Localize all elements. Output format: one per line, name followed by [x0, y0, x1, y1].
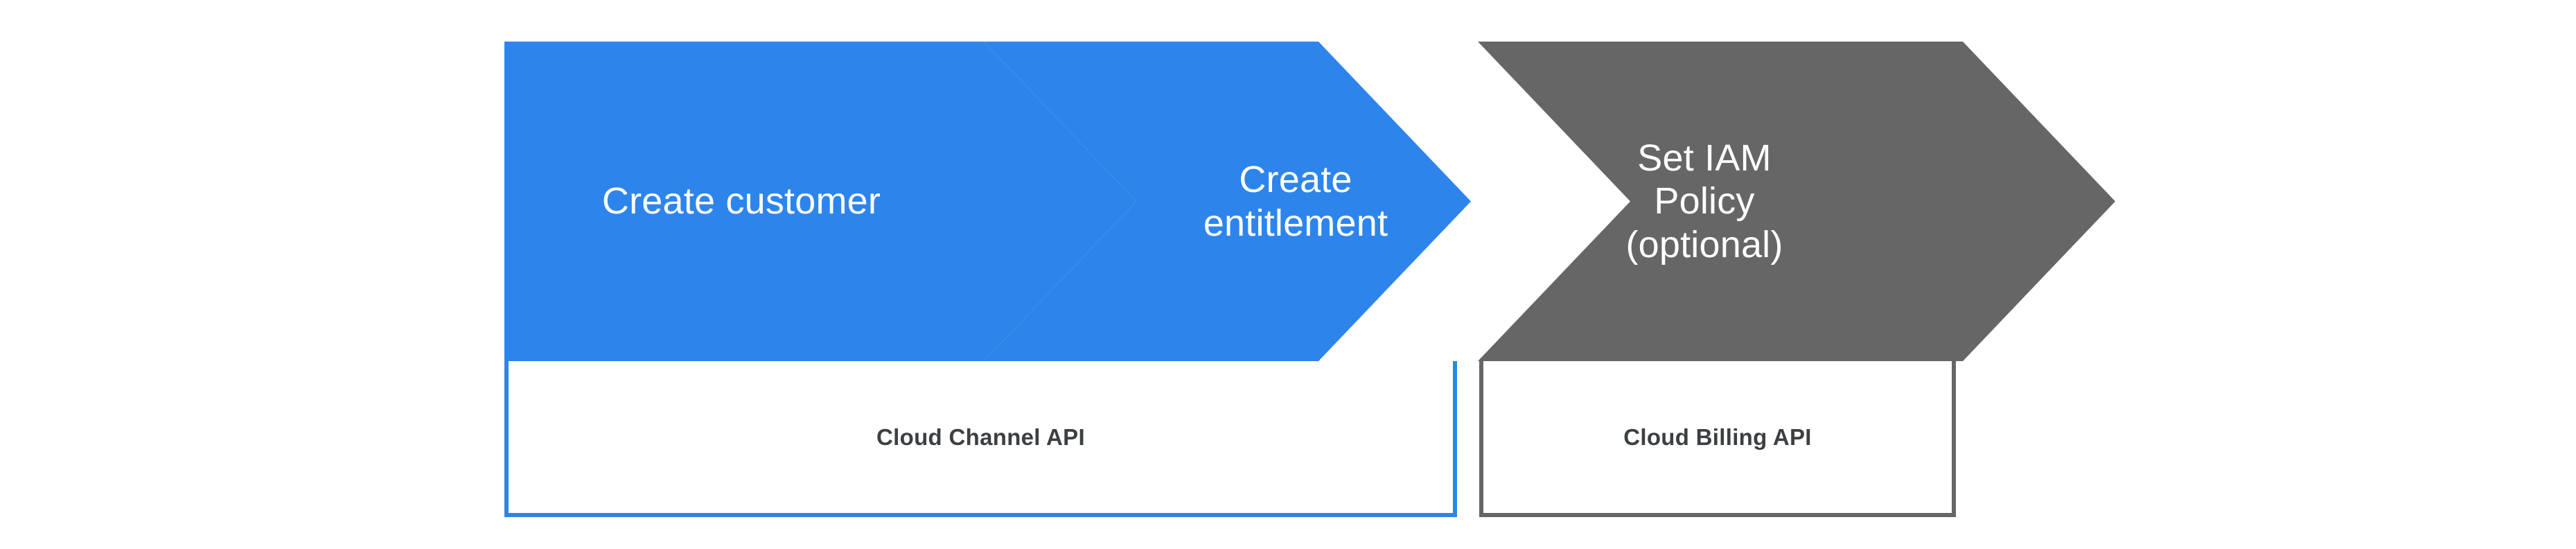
step-label-set-iam-policy: Set IAM Policy (optional)	[1625, 137, 1783, 265]
step-label-create-entitlement: Create entitlement	[1203, 158, 1388, 244]
chevron-step-2	[984, 42, 1471, 361]
api-group-label-cloud-billing-api: Cloud Billing API	[1623, 424, 1812, 450]
step-label-create-customer: Create customer	[601, 180, 881, 223]
api-group-label-cloud-channel-api: Cloud Channel API	[876, 424, 1085, 450]
api-group-cloud-channel-api: Cloud Channel API	[504, 361, 1457, 517]
chevron-step-3	[1478, 42, 2115, 361]
api-group-cloud-billing-api: Cloud Billing API	[1479, 361, 1956, 517]
chevron-step-1	[504, 42, 1136, 361]
